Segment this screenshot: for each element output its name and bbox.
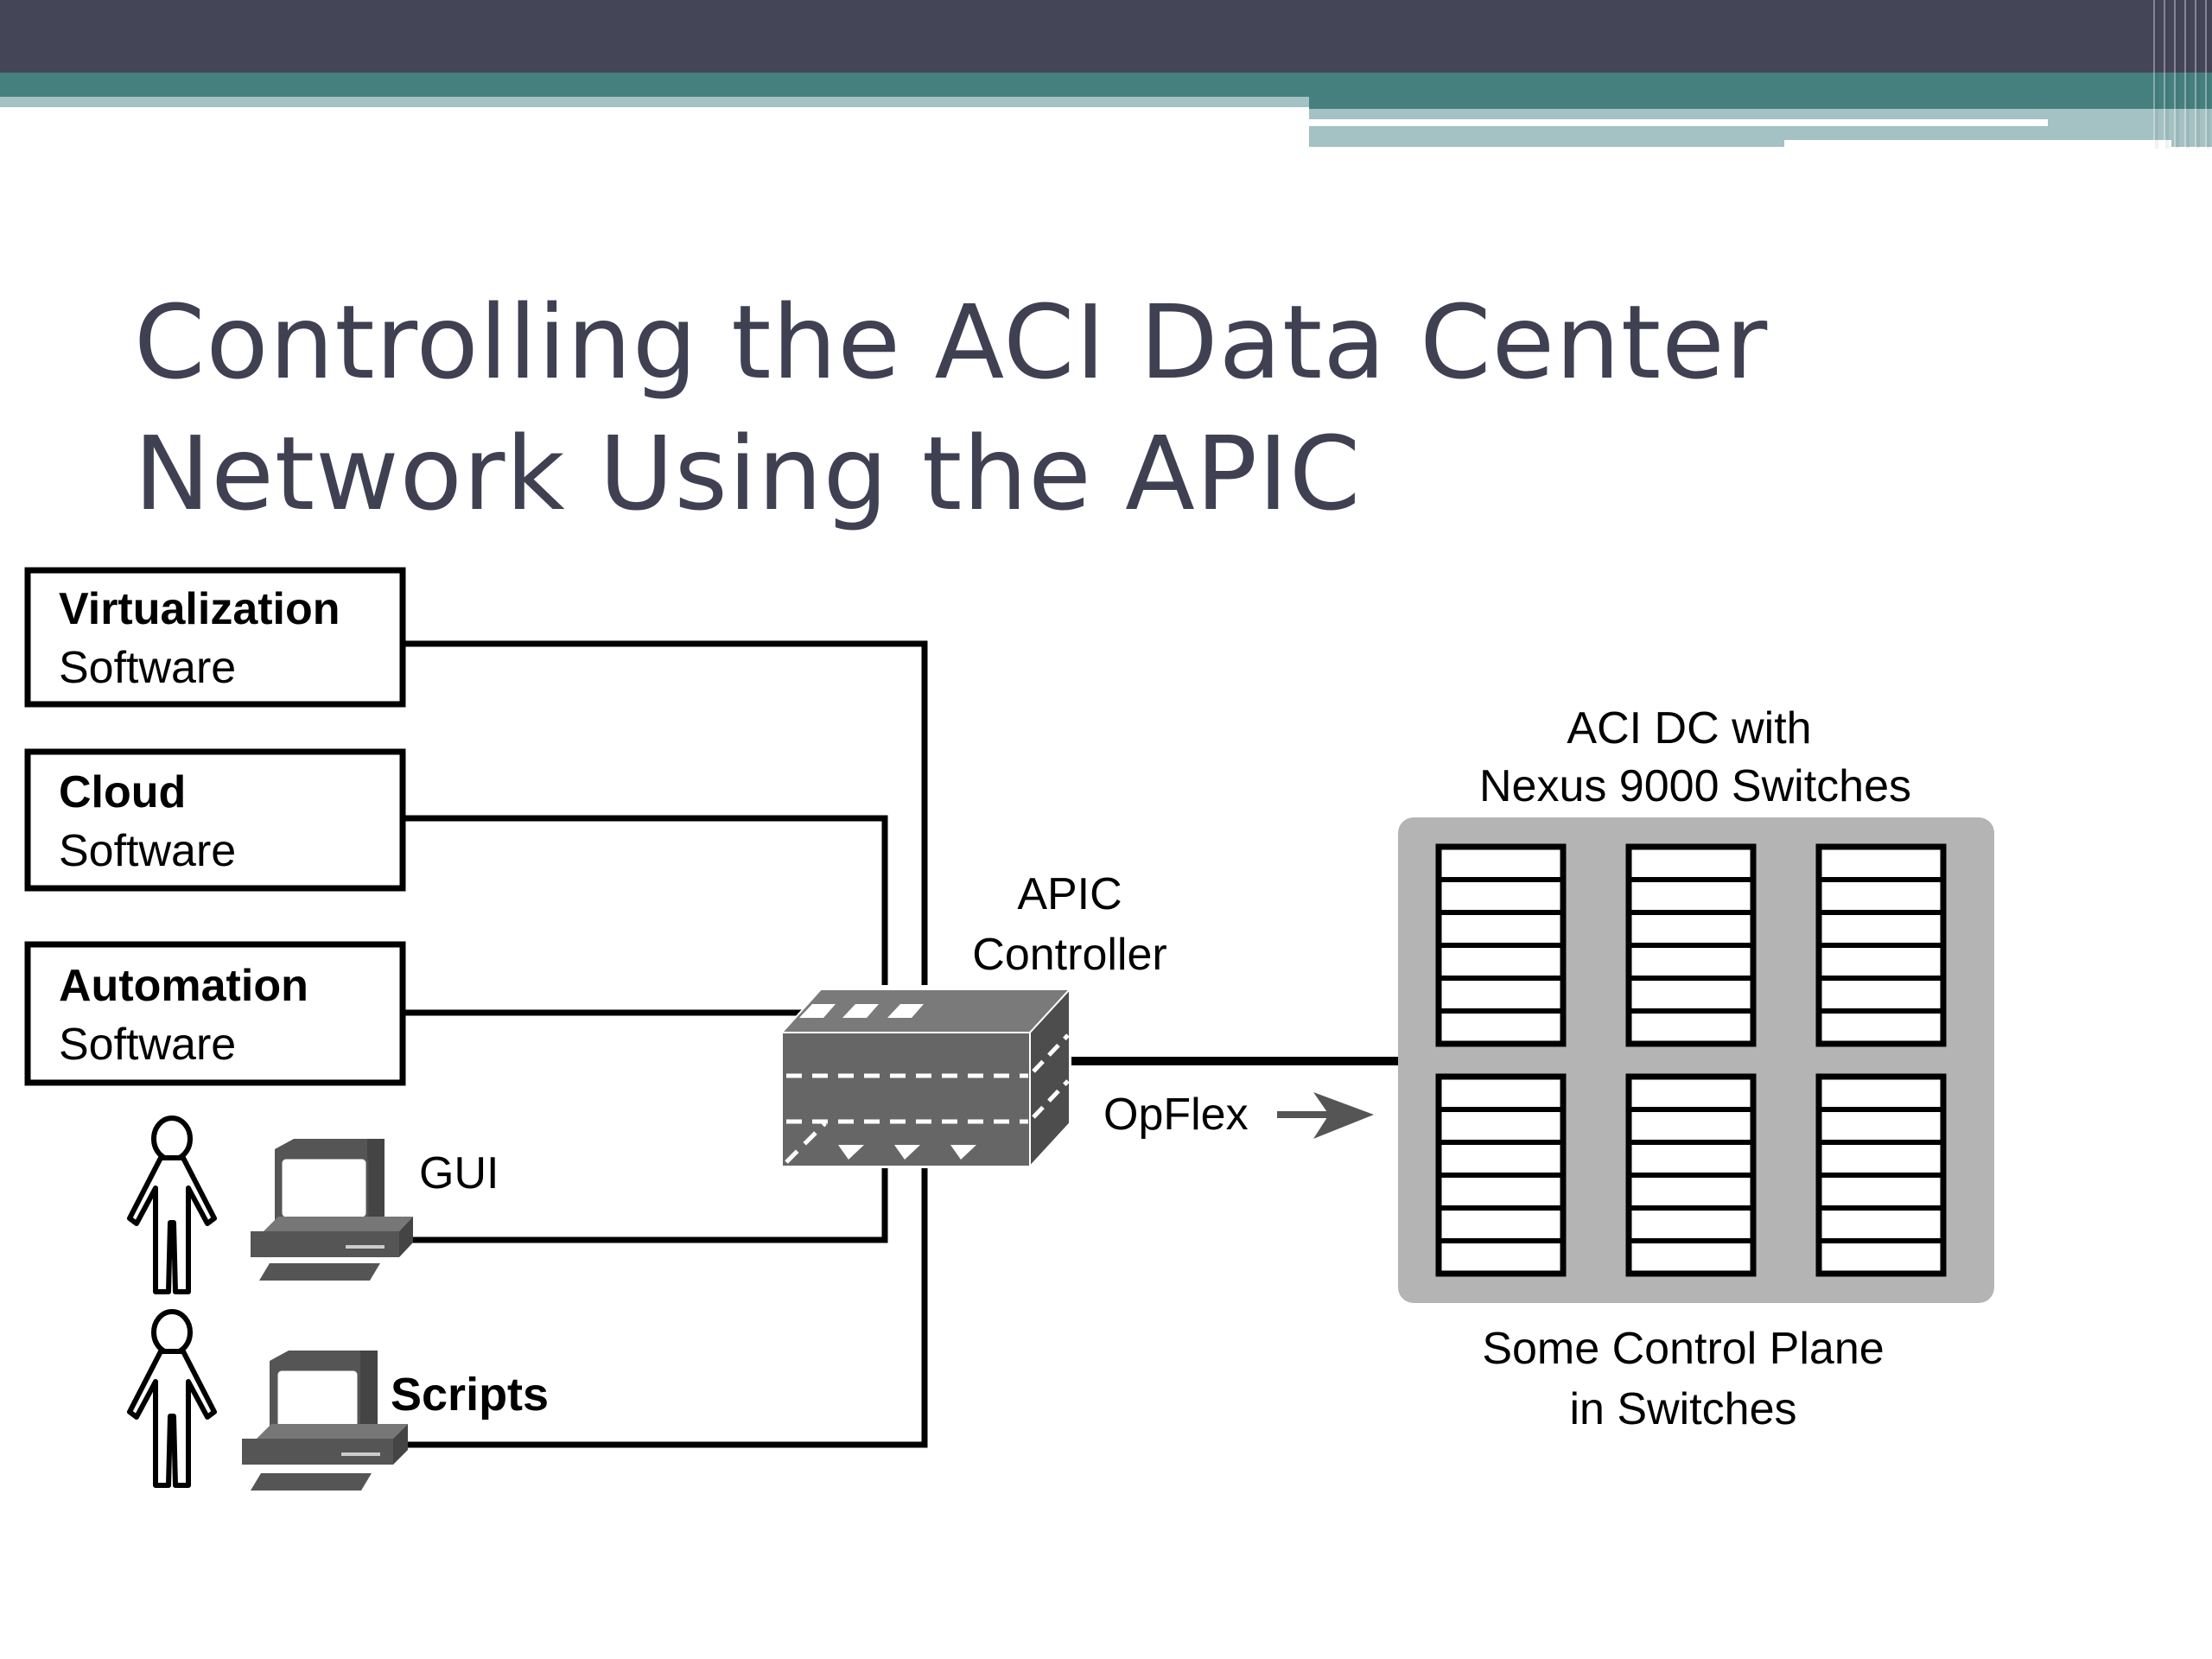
apic-label-line-1: APIC: [1017, 869, 1122, 919]
header-bar: [0, 0, 2212, 73]
switch-grid: [1435, 843, 1947, 1277]
dc-label-line-1: ACI DC with: [1567, 703, 1811, 753]
box-title: Cloud: [59, 767, 186, 817]
box-subtitle: Software: [59, 826, 236, 876]
person-icon: [127, 1309, 217, 1488]
computer-icon: [242, 1351, 408, 1491]
connector-cloud: [404, 815, 888, 985]
software-box-virtualization: Virtualization Software: [24, 567, 406, 708]
dc-caption-line-1: Some Control Plane: [1482, 1324, 1884, 1374]
switch-icon: [1435, 1073, 1567, 1277]
switch-icon: [1625, 1073, 1757, 1277]
box-subtitle: Software: [59, 1020, 236, 1070]
switch-icon: [1815, 843, 1947, 1047]
header-accent-band: [1309, 73, 2212, 109]
header-divider-line: [1784, 140, 2171, 149]
slide-title: Controlling the ACI Data Center Network …: [134, 276, 2035, 539]
user-label-scripts: Scripts: [391, 1369, 549, 1421]
switch-icon: [1815, 1073, 1947, 1277]
user-scripts: Scripts: [127, 1309, 549, 1491]
switch-icon: [1435, 843, 1567, 1047]
box-title: Automation: [59, 961, 308, 1011]
apic-controller-icon: [779, 987, 1072, 1169]
header-light-band: [0, 97, 1309, 107]
dc-label-line-2: Nexus 9000 Switches: [1479, 761, 1911, 811]
connector-scripts: [402, 1168, 928, 1448]
arrow-right-icon: [1277, 1092, 1374, 1139]
header-divider-line: [1309, 119, 2048, 126]
switch-icon: [1625, 843, 1757, 1047]
software-box-automation: Automation Software: [24, 941, 406, 1086]
user-gui: GUI: [127, 1116, 499, 1294]
slide-title-line-1: Controlling the ACI Data Center: [134, 283, 1769, 402]
header-accent-band: [0, 73, 1309, 97]
header-edge-stripes: [2148, 0, 2212, 149]
connector-gui: [410, 1168, 888, 1243]
slide-title-line-2: Network Using the APIC: [134, 414, 1362, 533]
user-label-gui: GUI: [419, 1148, 499, 1198]
opflex-label: OpFlex: [1103, 1090, 1249, 1140]
computer-icon: [251, 1139, 413, 1281]
software-box-cloud: Cloud Software: [24, 748, 406, 892]
apic-label-line-2: Controller: [972, 930, 1166, 980]
connector-lines: [402, 640, 1402, 1448]
box-subtitle: Software: [59, 643, 236, 693]
person-icon: [127, 1116, 217, 1294]
dc-caption-line-2: in Switches: [1570, 1384, 1797, 1434]
connector-virtualization: [404, 640, 928, 985]
box-title: Virtualization: [59, 584, 340, 634]
